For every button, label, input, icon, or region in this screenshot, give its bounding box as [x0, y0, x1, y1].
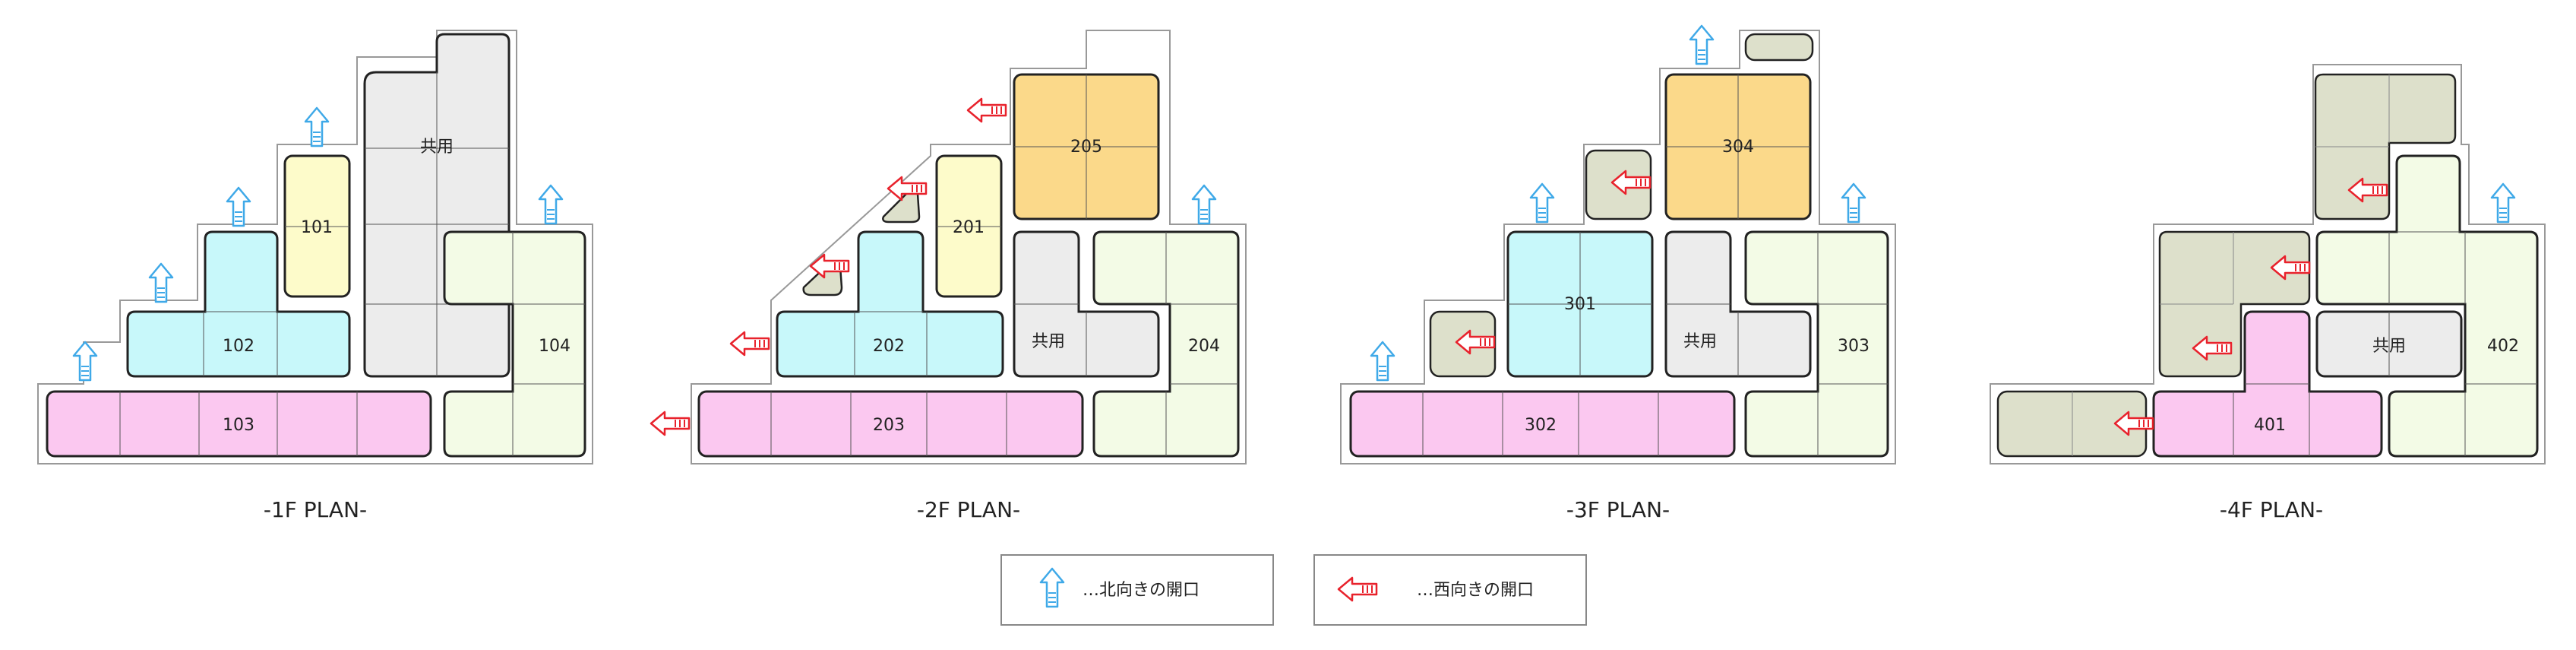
unit-102 — [126, 230, 351, 378]
unit-103-label: 103 — [223, 416, 254, 435]
unit-104-label: 104 — [539, 337, 571, 356]
legend-west-label: …西向きの開口 — [1417, 581, 1534, 600]
common-label: 共用 — [2372, 337, 2406, 356]
unit-303 — [1744, 230, 1889, 458]
common-label: 共用 — [420, 138, 454, 157]
floor-plan-1f: 共用 101 102 103 104 -1F PLAN- — [37, 30, 593, 522]
north-opening-icon — [148, 262, 174, 303]
unit-304-label: 304 — [1722, 138, 1754, 157]
north-opening-icon — [226, 186, 251, 227]
legend-north: …北向きの開口 — [1000, 554, 1274, 626]
unit-301-label: 301 — [1564, 295, 1596, 314]
common-area — [1664, 230, 1812, 378]
north-opening-icon — [2490, 182, 2516, 224]
unit-303-label: 303 — [1838, 337, 1870, 356]
floor-plan-4f: 401 共用 402 -4F PLAN- — [1990, 64, 2546, 522]
north-opening-icon — [1689, 24, 1715, 65]
west-opening-icon — [966, 97, 1007, 123]
unit-202-label: 202 — [873, 337, 905, 356]
unit-203 — [697, 390, 1084, 458]
unit-104 — [443, 230, 586, 458]
unit-204-label: 204 — [1188, 337, 1220, 356]
unit-205-label: 205 — [1070, 138, 1102, 157]
legend-west: …西向きの開口 — [1313, 554, 1587, 626]
unit-101-label: 101 — [301, 218, 333, 237]
floor-title-3f: -3F PLAN- — [1566, 497, 1670, 522]
floor-title-2f: -2F PLAN- — [917, 497, 1020, 522]
north-opening-icon — [1841, 182, 1866, 224]
unit-302 — [1349, 390, 1736, 458]
unit-402-label: 402 — [2487, 337, 2519, 356]
storage-room — [1744, 33, 1814, 62]
unit-402 — [2315, 154, 2539, 458]
unit-202 — [776, 230, 1004, 378]
floor-title-1f: -1F PLAN- — [264, 497, 367, 522]
floor-plan-3f: 304 301 共用 302 303 -3F PLAN- — [1340, 24, 1896, 522]
legend-north-label: …北向きの開口 — [1083, 581, 1199, 600]
north-opening-icon — [304, 106, 330, 147]
unit-203-label: 203 — [873, 416, 905, 435]
unit-102-label: 102 — [223, 337, 254, 356]
common-label: 共用 — [1683, 332, 1717, 351]
north-opening-icon — [1529, 182, 1555, 224]
floor-plan-2f: 205 201 202 共用 203 204 — [650, 30, 1247, 522]
north-opening-icon — [538, 184, 564, 225]
unit-401-label: 401 — [2254, 416, 2286, 435]
north-opening-icon — [1370, 341, 1395, 382]
west-opening-icon — [729, 331, 770, 357]
common-area — [1013, 230, 1160, 378]
north-opening-icon — [1191, 184, 1217, 225]
unit-201-label: 201 — [953, 218, 985, 237]
common-label: 共用 — [1032, 332, 1065, 351]
unit-103 — [46, 390, 432, 458]
unit-204 — [1092, 230, 1240, 458]
west-opening-icon — [650, 411, 691, 436]
unit-302-label: 302 — [1525, 416, 1557, 435]
floor-title-4f: -4F PLAN- — [2220, 497, 2323, 522]
